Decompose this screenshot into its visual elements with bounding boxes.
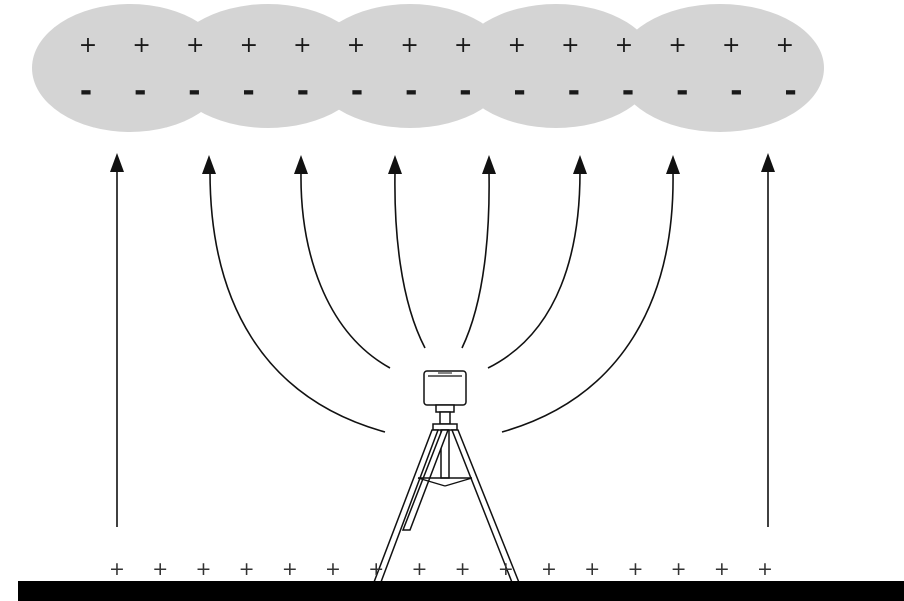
ground-positive-charge: + — [411, 558, 427, 580]
ground-positive-charge: + — [109, 558, 125, 580]
field-line — [461, 171, 490, 349]
ground-positive-charge: + — [325, 558, 341, 580]
ground-positive-charges: + + + + + + + + + + + + + + + + — [109, 558, 773, 580]
positive-charge: + — [132, 33, 150, 58]
field-line — [501, 171, 674, 433]
ground-positive-charge: + — [541, 558, 557, 580]
ground-positive-charge: + — [195, 558, 211, 580]
negative-charge: - — [622, 74, 634, 109]
negative-charge: - — [513, 74, 525, 109]
cloud-lobe — [168, 4, 368, 128]
arrow-head-icon — [482, 155, 496, 174]
positive-charge: + — [79, 33, 97, 58]
negative-charge: - — [242, 74, 254, 109]
ground-positive-charge: + — [671, 558, 687, 580]
ground-bar — [18, 581, 904, 601]
positive-charge: + — [400, 33, 418, 58]
cloud-lobe — [310, 4, 510, 128]
cloud-lobe — [616, 4, 824, 132]
field-line — [487, 171, 581, 369]
arrow-head-icon — [294, 155, 308, 174]
negative-charge: - — [730, 74, 742, 109]
positive-charge: + — [347, 33, 365, 58]
negative-charge: - — [459, 74, 471, 109]
ground-positive-charge: + — [757, 558, 773, 580]
cloud-lobe — [32, 4, 228, 132]
field-line — [209, 171, 386, 433]
arrow-head-icon — [388, 155, 402, 174]
positive-charge: + — [561, 33, 579, 58]
negative-charge: - — [568, 74, 580, 109]
positive-charge: + — [454, 33, 472, 58]
field-mill-on-tripod-icon — [369, 370, 524, 591]
ground-positive-charge: + — [152, 558, 168, 580]
negative-charge: - — [405, 74, 417, 109]
negative-charge: - — [80, 74, 92, 109]
negative-charge: - — [188, 74, 200, 109]
ground-positive-charge: + — [282, 558, 298, 580]
negative-charge: - — [676, 74, 688, 109]
arrow-head-icon — [110, 153, 124, 172]
charged-cloud: + + + + + + + + + + + + + + - - - - - - - - - - - - - - — [32, 4, 824, 132]
arrow-head-icon — [666, 155, 680, 174]
positive-charge: + — [668, 33, 686, 58]
positive-charge: + — [186, 33, 204, 58]
positive-charge: + — [776, 33, 794, 58]
ground-positive-charge: + — [368, 558, 384, 580]
field-lines — [110, 153, 775, 527]
negative-charge: - — [134, 74, 146, 109]
positive-charge: + — [508, 33, 526, 58]
ground-positive-charge: + — [455, 558, 471, 580]
negative-charge: - — [351, 74, 363, 109]
cloud-lobe — [456, 4, 656, 128]
arrow-head-icon — [202, 155, 216, 174]
ground-positive-charge: + — [239, 558, 255, 580]
positive-charge: + — [615, 33, 633, 58]
positive-charge: + — [240, 33, 258, 58]
ground-positive-charge: + — [627, 558, 643, 580]
cloud-positive-charges: + + + + + + + + + + + + + + — [79, 33, 794, 58]
negative-charge: - — [297, 74, 309, 109]
ground-positive-charge: + — [498, 558, 514, 580]
cloud-negative-charges: -------------- — [80, 74, 797, 109]
arrow-head-icon — [761, 153, 775, 172]
negative-charge: - — [784, 74, 796, 109]
ground-positive-charge: + — [584, 558, 600, 580]
field-line — [394, 171, 426, 349]
positive-charge: + — [293, 33, 311, 58]
ground-positive-charge: + — [714, 558, 730, 580]
positive-charge: + — [722, 33, 740, 58]
field-line — [300, 171, 391, 369]
arrow-head-icon — [573, 155, 587, 174]
